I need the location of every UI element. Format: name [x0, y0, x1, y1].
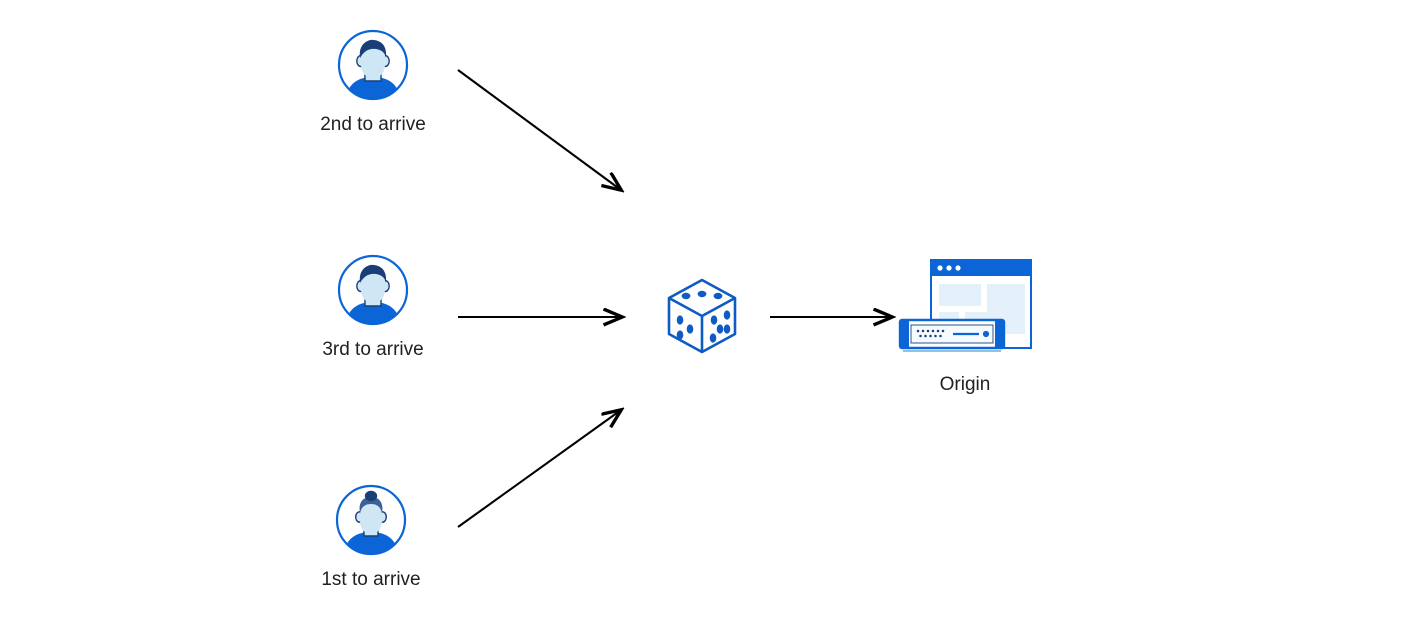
client-label-3rd: 3rd to arrive — [322, 339, 424, 360]
browser-dot — [955, 265, 961, 271]
dice-icon — [659, 272, 745, 358]
browser-dot — [937, 265, 943, 271]
client-label-2nd: 2nd to arrive — [320, 114, 426, 135]
client-label-1st: 1st to arrive — [321, 569, 421, 590]
user-avatar-icon — [334, 483, 408, 557]
client-node-1st: 1st to arrive — [296, 483, 446, 592]
origin-node: Origin — [895, 256, 1035, 397]
origin-label: Origin — [939, 374, 991, 395]
dice-node — [658, 272, 746, 358]
client-node-3rd: 3rd to arrive — [298, 253, 448, 362]
user-avatar-icon — [336, 253, 410, 327]
user-avatar-icon — [336, 28, 410, 102]
arrow-2nd-to-dice — [457, 69, 621, 190]
origin-server-icon — [895, 256, 1035, 360]
client-node-2nd: 2nd to arrive — [298, 28, 448, 137]
arrow-1st-to-dice — [457, 410, 621, 528]
browser-dot — [946, 265, 952, 271]
